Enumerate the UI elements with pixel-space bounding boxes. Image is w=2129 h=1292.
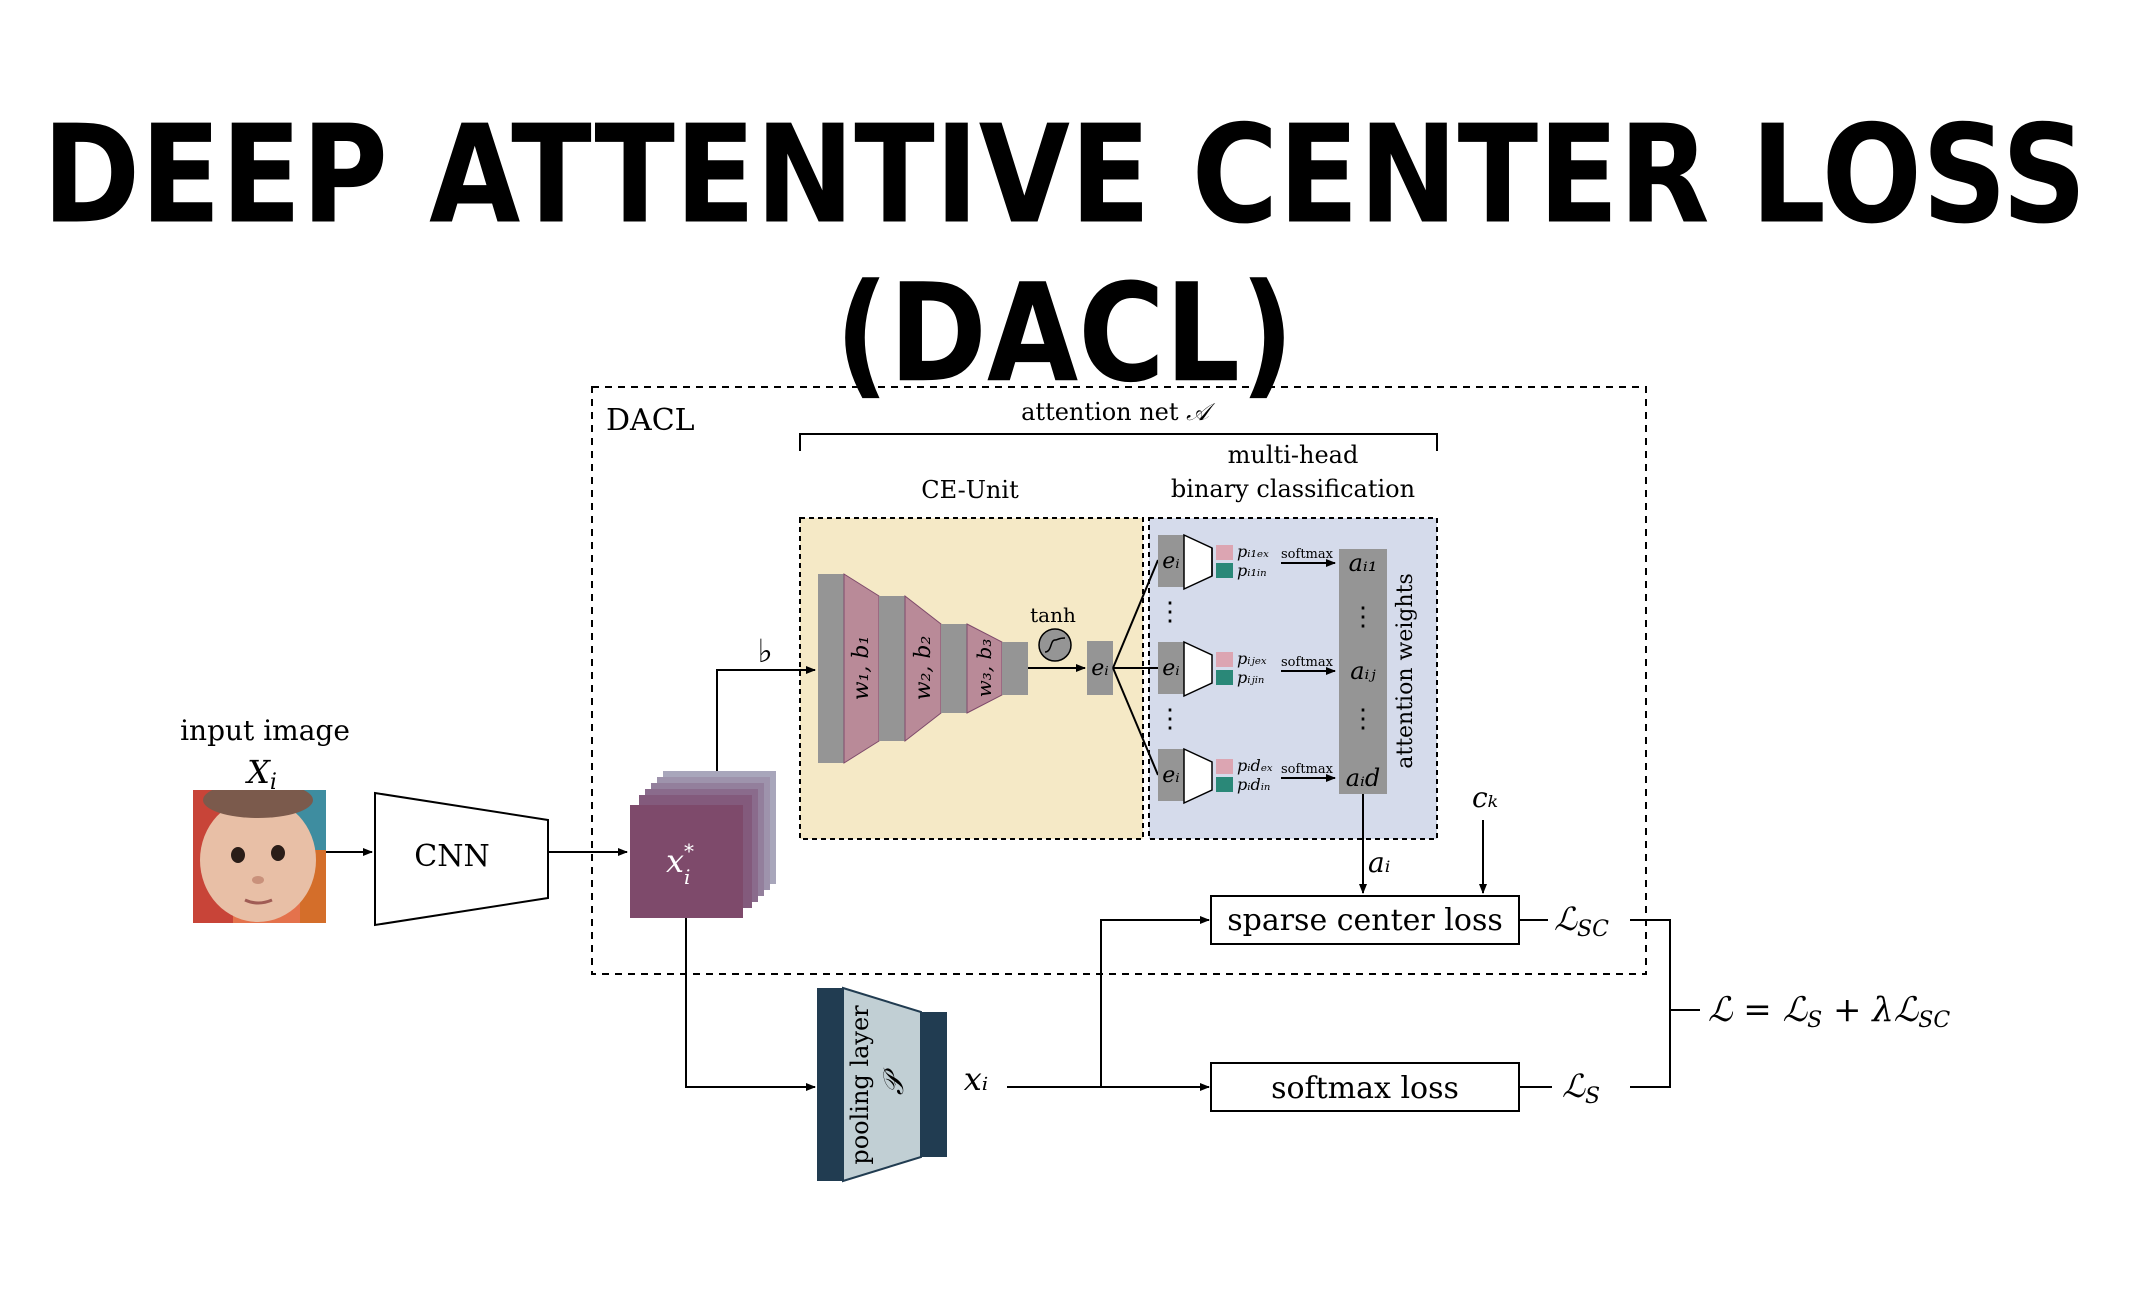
ce-layer-4 <box>1002 642 1028 695</box>
multihead-label-1: multi-head <box>1228 441 1359 469</box>
feature-symbol: x*i <box>666 839 694 889</box>
pooled-symbol: xᵢ <box>964 1060 988 1098</box>
ce-layer-1 <box>818 574 844 763</box>
dacl-box <box>591 386 1647 975</box>
svg-text:eᵢ: eᵢ <box>1162 656 1179 681</box>
center-symbol: cₖ <box>1472 781 1498 814</box>
svg-text:pᵢdₑₓ: pᵢdₑₓ <box>1237 756 1273 775</box>
input-symbol: Xi <box>244 753 277 795</box>
sparse-center-loss-label: sparse center loss <box>1227 903 1503 938</box>
attention-weights-vector <box>1339 549 1387 794</box>
tanh-icon <box>1038 628 1072 662</box>
softmax-loss-label: softmax loss <box>1271 1071 1459 1106</box>
tanh-label: tanh <box>1030 603 1076 627</box>
input-face-image <box>193 790 326 923</box>
head-j: eᵢ pᵢⱼₑₓ pᵢⱼᵢₙ softmax <box>1158 640 1336 698</box>
svg-text:pᵢⱼₑₓ: pᵢⱼₑₓ <box>1237 649 1267 668</box>
attention-weights-label: attention weights <box>1393 573 1418 769</box>
a-vector-label: aᵢ <box>1368 846 1390 879</box>
svg-text:pᵢⱼᵢₙ: pᵢⱼᵢₙ <box>1237 668 1264 687</box>
slide-title: DEEP ATTENTIVE CENTER LOSS (DACL) <box>42 95 2087 413</box>
head-ellipsis-1: ⋮ <box>1157 597 1183 627</box>
attention-net-bracket <box>799 433 1438 451</box>
pooling-layer <box>817 986 947 1183</box>
a-ij: aᵢⱼ <box>1350 657 1376 685</box>
a-id: aᵢd <box>1346 764 1381 792</box>
svg-text:softmax: softmax <box>1281 547 1334 562</box>
total-loss-formula: ℒ = ℒS + λℒSC <box>1708 990 1950 1033</box>
svg-text:eᵢ: eᵢ <box>1162 549 1179 574</box>
ce-unit-label: CE-Unit <box>921 476 1019 504</box>
combine-bracket <box>1630 919 1671 1088</box>
svg-text:pᵢdᵢₙ: pᵢdᵢₙ <box>1237 775 1270 794</box>
a-ellipsis-1: ⋮ <box>1350 602 1376 632</box>
input-image-label: input image <box>180 714 350 747</box>
head-1: eᵢ pᵢ₁ₑₓ pᵢ₁ᵢₙ softmax <box>1158 533 1336 591</box>
svg-text:pᵢ₁ₑₓ: pᵢ₁ₑₓ <box>1237 542 1269 561</box>
flatten-symbol: ♭ <box>757 632 772 670</box>
a-i1: aᵢ₁ <box>1349 549 1378 577</box>
l-sc-symbol: ℒSC <box>1554 900 1609 942</box>
svg-text:pᵢ₁ᵢₙ: pᵢ₁ᵢₙ <box>1237 561 1267 580</box>
svg-text:softmax: softmax <box>1281 655 1334 670</box>
attention-net-label: attention net 𝒜 <box>1021 398 1216 426</box>
embedding-symbol: eᵢ <box>1091 656 1108 681</box>
l-s-symbol: ℒS <box>1562 1067 1600 1109</box>
ce-layer-2 <box>879 596 905 741</box>
embedding-box <box>1087 641 1113 695</box>
layer-label-2: w₂, b₂ <box>911 636 936 701</box>
head-ellipsis-2: ⋮ <box>1157 704 1183 734</box>
multihead-label-2: binary classification <box>1171 475 1415 503</box>
cnn-block <box>374 791 549 927</box>
cnn-label: CNN <box>414 839 489 874</box>
svg-text:softmax: softmax <box>1281 762 1334 777</box>
a-ellipsis-2: ⋮ <box>1350 704 1376 734</box>
feature-map-stack <box>630 771 776 918</box>
dacl-label: DACL <box>606 403 695 438</box>
pooling-label: pooling layer <box>846 1005 874 1165</box>
ce-layer-3 <box>941 624 967 713</box>
svg-text:eᵢ: eᵢ <box>1162 763 1179 788</box>
layer-label-3: w₃, b₃ <box>972 639 996 698</box>
head-d: eᵢ pᵢdₑₓ pᵢdᵢₙ softmax <box>1158 747 1336 805</box>
layer-label-1: w₁, b₁ <box>849 636 874 701</box>
